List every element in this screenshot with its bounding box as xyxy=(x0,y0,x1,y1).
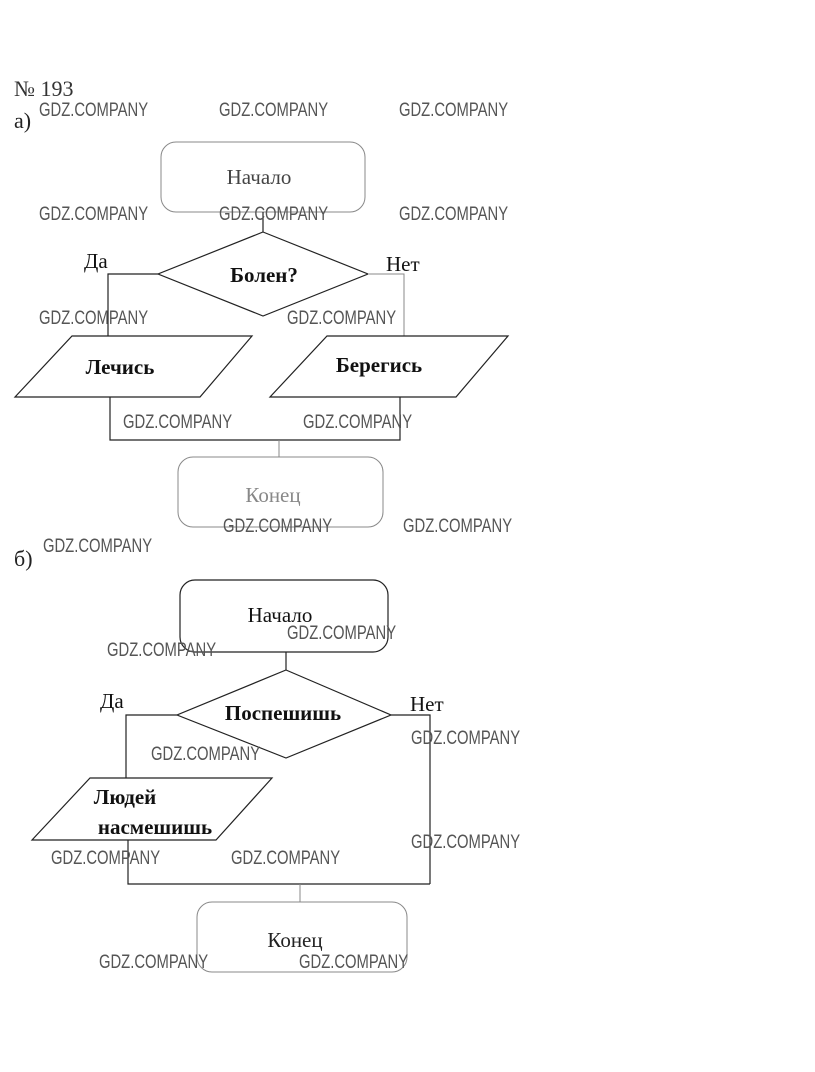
watermark: GDZ.COMPANY xyxy=(219,203,328,224)
yes-label-a: Да xyxy=(84,249,108,273)
end-block-a xyxy=(177,456,384,528)
watermarks: GDZ.COMPANY GDZ.COMPANY GDZ.COMPANY GDZ.… xyxy=(39,99,520,972)
watermark: GDZ.COMPANY xyxy=(43,535,152,556)
watermark: GDZ.COMPANY xyxy=(151,743,260,764)
watermark: GDZ.COMPANY xyxy=(99,951,208,972)
yes-action-label-a: Лечись xyxy=(86,355,155,379)
watermark: GDZ.COMPANY xyxy=(411,831,520,852)
watermark: GDZ.COMPANY xyxy=(123,411,232,432)
condition-block-b xyxy=(175,669,393,759)
watermark: GDZ.COMPANY xyxy=(39,203,148,224)
no-label-b: Нет xyxy=(410,692,444,716)
watermark: GDZ.COMPANY xyxy=(303,411,412,432)
end-label-a: Конец xyxy=(245,483,300,507)
condition-block-a xyxy=(156,231,370,317)
watermark: GDZ.COMPANY xyxy=(411,727,520,748)
watermark: GDZ.COMPANY xyxy=(231,847,340,868)
watermark: GDZ.COMPANY xyxy=(399,203,508,224)
condition-label-b: Поспешишь xyxy=(225,701,341,725)
part-a-label: а) xyxy=(14,108,31,133)
no-action-label-a: Берегись xyxy=(336,353,422,377)
watermark: GDZ.COMPANY xyxy=(399,99,508,120)
yes-label-b: Да xyxy=(100,689,124,713)
start-label-a: Начало xyxy=(227,165,292,189)
condition-label-a: Болен? xyxy=(230,263,298,287)
yes-action-label-b-line1: Людей xyxy=(94,785,157,809)
yes-action-block-b xyxy=(30,777,274,841)
no-action-block-a xyxy=(268,335,510,398)
watermark: GDZ.COMPANY xyxy=(39,307,148,328)
start-block-b xyxy=(179,579,389,653)
watermark: GDZ.COMPANY xyxy=(403,515,512,536)
end-block-b xyxy=(196,901,408,973)
watermark: GDZ.COMPANY xyxy=(107,639,216,660)
watermark: GDZ.COMPANY xyxy=(223,515,332,536)
watermark: GDZ.COMPANY xyxy=(299,951,408,972)
watermark: GDZ.COMPANY xyxy=(287,622,396,643)
flowchart-b: б) Начало Поспешишь Да Нет Людей насмеши… xyxy=(14,546,444,973)
part-b-label: б) xyxy=(14,546,33,571)
flowchart-a: а) Начало Болен? Да Нет Лечись Берегись … xyxy=(13,108,510,528)
start-label-b: Начало xyxy=(248,603,313,627)
watermark: GDZ.COMPANY xyxy=(287,307,396,328)
yes-action-label-b-line2: насмешишь xyxy=(98,815,212,839)
watermark: GDZ.COMPANY xyxy=(39,99,148,120)
watermark: GDZ.COMPANY xyxy=(219,99,328,120)
no-label-a: Нет xyxy=(386,252,420,276)
problem-number: № 193 xyxy=(14,76,74,101)
end-label-b: Конец xyxy=(267,928,322,952)
watermark: GDZ.COMPANY xyxy=(51,847,160,868)
yes-action-block-a xyxy=(13,335,254,398)
